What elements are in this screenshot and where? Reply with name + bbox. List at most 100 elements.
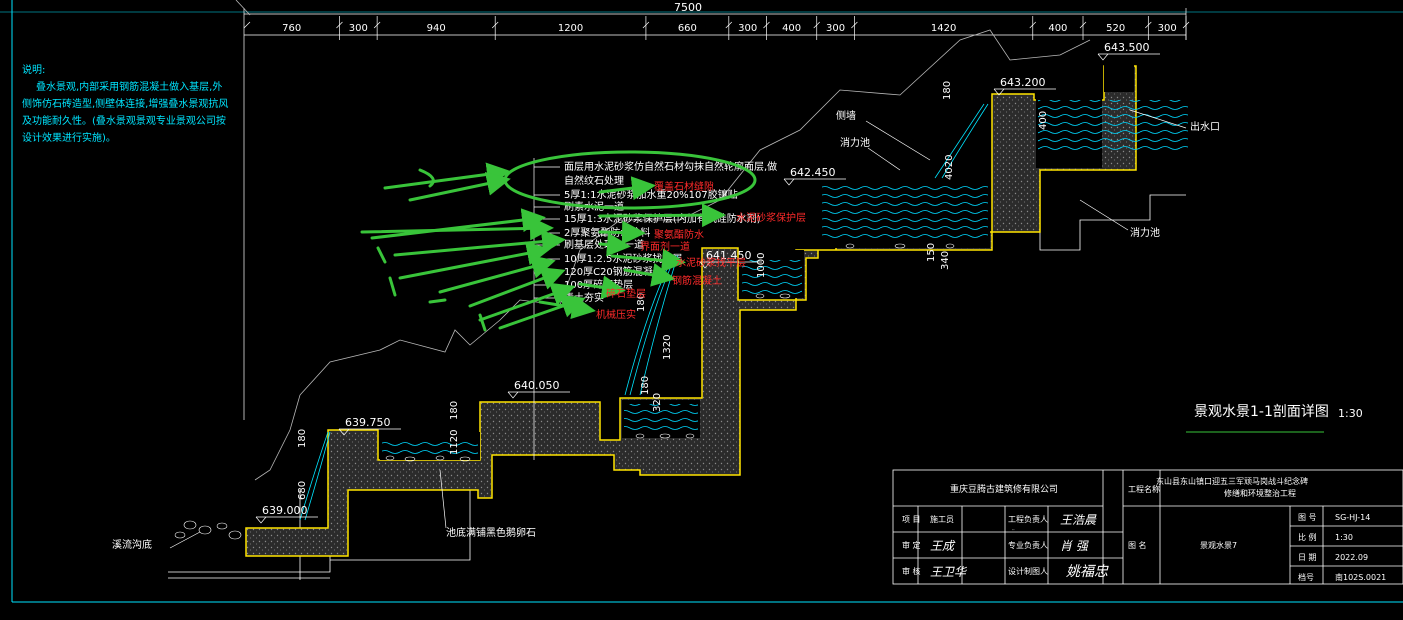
- dimension-segment: 300: [1158, 23, 1177, 34]
- red-annotations: 覆盖石材缝隙水泥砂浆保护层聚氨酯防水界面剂一道水泥砂浆找平层钢筋混凝土碎石垫层机…: [596, 180, 806, 321]
- stilling-pool-label-2: 消力池: [1130, 226, 1160, 239]
- drawing-title: 景观水景1-1剖面详图: [1194, 404, 1329, 420]
- svg-text:641.450: 641.450: [706, 249, 752, 262]
- creek-bottom-label: 溪流沟底: [112, 538, 152, 551]
- svg-text:400: 400: [1038, 111, 1049, 130]
- svg-text:重庆豆腾古建筑修有限公司: 重庆豆腾古建筑修有限公司: [950, 483, 1058, 495]
- elevation-marker: 641.450: [699, 249, 762, 269]
- svg-text:2022.09: 2022.09: [1335, 553, 1368, 562]
- drawing-frame: [0, 0, 1403, 603]
- svg-text:阳 阳: 阳 阳: [1012, 529, 1015, 531]
- red-annotation: 界面剂一道: [640, 240, 690, 253]
- red-annotation: 水泥砂浆找平层: [676, 256, 746, 269]
- svg-text:南102S.0021: 南102S.0021: [1335, 572, 1386, 582]
- svg-text:专业负责人: 专业负责人: [1008, 540, 1048, 550]
- red-annotation: 机械压实: [596, 308, 636, 321]
- title-block-text: 重庆豆腾古建筑修有限公司 工程名称 东山县东山镇口迎五三军顽马岗战斗纪念碑 修缮…: [902, 476, 1386, 582]
- svg-text:10厚1:2.5水泥砂浆找平层: 10厚1:2.5水泥砂浆找平层: [564, 252, 682, 265]
- svg-text:639.750: 639.750: [345, 416, 391, 429]
- svg-text:1120: 1120: [449, 430, 460, 455]
- rock-outline: [235, 0, 1091, 481]
- dimension-segment: 400: [782, 23, 801, 34]
- svg-text:642.450: 642.450: [790, 166, 836, 179]
- design-notes: 说明: 叠水景观,内部采用钢筋混凝土做入基层,外侧饰仿石砖造型,侧壁体连接,增强…: [22, 62, 232, 147]
- title-block-signatures: 王成 王卫华 王浩晨 肖 强 阳 阳 姚福忠: [930, 513, 1109, 580]
- outlet-label: 出水口: [1190, 120, 1220, 133]
- svg-text:姚福忠: 姚福忠: [1066, 564, 1109, 580]
- elevation-marker: 640.050: [507, 379, 570, 399]
- red-annotation: 钢筋混凝土: [672, 274, 722, 287]
- pool-1-water: [382, 438, 478, 458]
- pebbles: [174, 243, 955, 540]
- svg-text:项 目: 项 目: [902, 515, 921, 524]
- dimension-segment: 300: [738, 23, 757, 34]
- pool-5-water: [1038, 100, 1188, 150]
- layer-callout: 自然纹石处理: [564, 174, 624, 187]
- svg-text:180: 180: [636, 293, 647, 312]
- elevation-marker: 643.200: [993, 76, 1056, 96]
- pool-bottom-label: 池底满铺黑色鹅卵石: [446, 526, 536, 539]
- svg-text:比 例: 比 例: [1298, 532, 1317, 542]
- svg-text:肖 强: 肖 强: [1060, 539, 1089, 553]
- total-dimension: 7500: [674, 1, 702, 14]
- dimension-segment: 660: [678, 23, 697, 34]
- svg-text:1320: 1320: [662, 335, 673, 360]
- vertical-dimensions: 180 400 4020 1000 150 1320 180 1120 180 …: [297, 81, 1049, 500]
- top-dimension-chain: [243, 8, 1190, 420]
- elevation-marker: 639.750: [338, 416, 401, 436]
- svg-text:150: 150: [926, 243, 937, 262]
- dimension-segment: 300: [349, 23, 368, 34]
- svg-text:东山县东山镇口迎五三军顽马岗战斗纪念碑: 东山县东山镇口迎五三军顽马岗战斗纪念碑: [1156, 476, 1308, 486]
- pool-3-water: [742, 260, 802, 296]
- pool-4-water: [822, 186, 988, 242]
- svg-text:工程名称: 工程名称: [1128, 484, 1160, 494]
- dimension-segment: 940: [427, 23, 446, 34]
- svg-text:180: 180: [942, 81, 953, 100]
- pool-2-water: [624, 404, 698, 434]
- svg-text:680: 680: [297, 481, 308, 500]
- elevation-markers: 643.500 643.200 642.450 641.450 640.050 639.7…: [255, 41, 1160, 524]
- elevation-marker: 639.000: [255, 504, 318, 524]
- svg-text:施工员: 施工员: [930, 514, 954, 524]
- svg-text:SG-HJ-14: SG-HJ-14: [1335, 513, 1370, 522]
- red-annotation: 聚氨酯防水: [654, 228, 704, 241]
- svg-text:340: 340: [940, 251, 951, 270]
- elevation-marker: 642.450: [783, 166, 846, 186]
- svg-text:自然纹石处理: 自然纹石处理: [564, 174, 624, 187]
- svg-text:王成: 王成: [930, 539, 956, 553]
- dimension-segment: 1420: [931, 23, 956, 34]
- stilling-pool-label-1: 消力池: [840, 136, 870, 149]
- svg-text:日 期: 日 期: [1298, 553, 1317, 562]
- drawing-scale: 1:30: [1338, 407, 1363, 420]
- svg-text:修缮和环境整治工程: 修缮和环境整治工程: [1224, 488, 1296, 498]
- svg-text:4020: 4020: [944, 155, 955, 180]
- red-annotation: 覆盖石材缝隙: [654, 180, 714, 193]
- layer-callout: 面层用水泥砂浆仿自然石材勾抹自然轮廓面层,做: [534, 160, 777, 173]
- pool-6: [1104, 62, 1134, 92]
- red-annotation: 水泥砂浆保护层: [736, 211, 806, 224]
- svg-text:工程负责人: 工程负责人: [1008, 514, 1048, 524]
- svg-text:图 名: 图 名: [1128, 540, 1147, 550]
- green-markup: [360, 150, 757, 332]
- svg-text:景观水景7: 景观水景7: [1200, 540, 1237, 550]
- svg-text:180: 180: [449, 401, 460, 420]
- svg-text:643.500: 643.500: [1104, 41, 1150, 54]
- svg-text:审 核: 审 核: [902, 566, 921, 576]
- svg-text:设计制图人: 设计制图人: [1008, 566, 1048, 576]
- side-wall-label: 侧墙: [836, 109, 856, 122]
- red-annotation: 碎石垫层: [606, 287, 646, 300]
- svg-text:643.200: 643.200: [1000, 76, 1046, 89]
- layer-callout: 15厚1:3水泥砂浆保护层(内加有机硅防水剂): [534, 212, 761, 225]
- svg-text:120厚C20钢筋混凝土: 120厚C20钢筋混凝土: [564, 265, 663, 278]
- notes-body: 叠水景观,内部采用钢筋混凝土做入基层,外侧饰仿石砖造型,侧壁体连接,增强叠水景观…: [22, 82, 229, 144]
- label-leaders: [169, 109, 1187, 549]
- dimension-segment: 400: [1048, 23, 1067, 34]
- svg-text:档号: 档号: [1298, 572, 1314, 582]
- svg-text:图 号: 图 号: [1298, 513, 1317, 522]
- svg-text:15厚1:3水泥砂浆保护层(内加有机硅防水剂): 15厚1:3水泥砂浆保护层(内加有机硅防水剂): [564, 212, 761, 225]
- elevation-marker: 643.500: [1097, 41, 1160, 61]
- dimension-segment: 520: [1106, 23, 1125, 34]
- notes-heading: 说明:: [22, 65, 46, 76]
